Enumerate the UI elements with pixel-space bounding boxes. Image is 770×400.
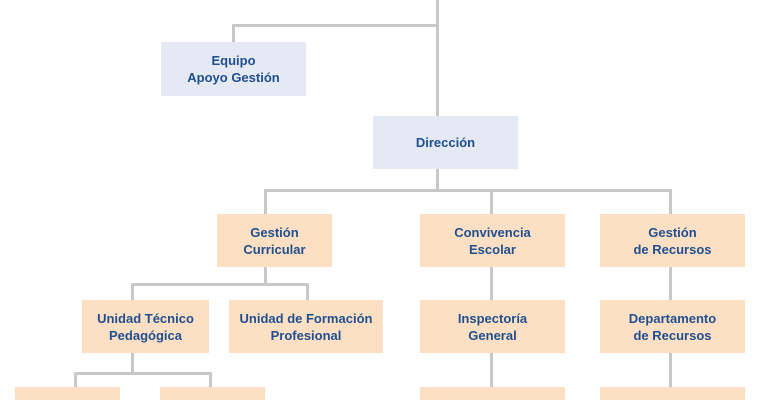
node-bottom-3 — [420, 387, 565, 400]
connector-convivencia-down — [490, 267, 493, 300]
connector-level4-left-horizontal — [74, 372, 212, 375]
node-bottom-2 — [160, 387, 265, 400]
node-gestion-de-recursos: Gestión de Recursos — [600, 214, 745, 267]
node-unidad-formacion-profesional: Unidad de Formación Profesional — [229, 300, 383, 353]
connector-bottom-2 — [209, 372, 212, 387]
connector-convivencia — [490, 189, 493, 214]
connector-formacion — [306, 283, 309, 300]
node-gestion-curricular: Gestión Curricular — [217, 214, 332, 267]
connector-utp-down — [131, 353, 134, 373]
connector-recursos-down — [669, 267, 672, 300]
node-bottom-4 — [600, 387, 745, 400]
connector-gestion-recursos — [669, 189, 672, 214]
connector-bottom-1 — [74, 372, 77, 387]
connector-utp — [131, 283, 134, 300]
connector-top-vertical — [436, 0, 439, 116]
connector-direccion-down — [436, 169, 439, 191]
node-equipo-apoyo-gestion: Equipo Apoyo Gestión — [161, 42, 306, 96]
node-unidad-tecnico-pedagogica: Unidad Técnico Pedagógica — [82, 300, 209, 353]
connector-gestion-curricular — [264, 189, 267, 214]
connector-curricular-down — [264, 267, 267, 285]
connector-equipo-horizontal — [232, 24, 438, 27]
connector-equipo-vertical — [232, 24, 235, 42]
node-convivencia-escolar: Convivencia Escolar — [420, 214, 565, 267]
connector-level3-left-horizontal — [131, 283, 309, 286]
node-bottom-1 — [15, 387, 120, 400]
node-direccion: Dirección — [373, 116, 518, 169]
node-departamento-de-recursos: Departamento de Recursos — [600, 300, 745, 353]
node-inspectoria-general: Inspectoría General — [420, 300, 565, 353]
connector-depto-down — [669, 353, 672, 387]
connector-inspectoria-down — [490, 353, 493, 387]
connector-level2-horizontal — [264, 189, 672, 192]
